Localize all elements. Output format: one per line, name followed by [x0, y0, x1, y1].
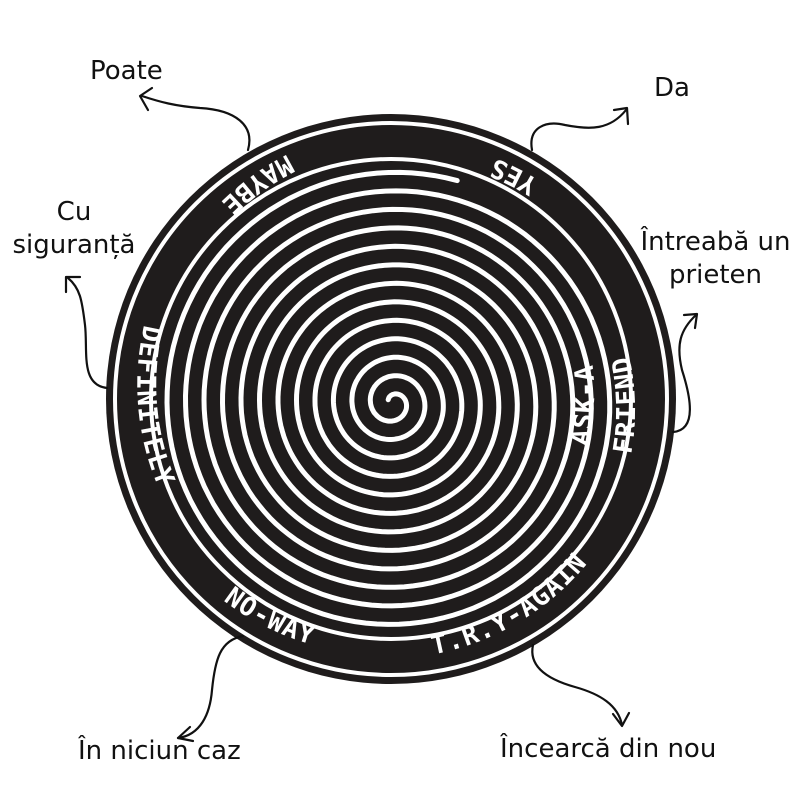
- spiral-line: [164, 169, 613, 627]
- arrow-maybe-icon: [140, 94, 251, 152]
- arrow-ask-a-friend-icon: [671, 313, 698, 434]
- wheel-label-friend: FRIEND: [607, 354, 643, 456]
- translation-ask-a-friend-line2: prieten: [668, 259, 763, 290]
- translation-definitely: Cu siguranță: [4, 196, 144, 261]
- arrow-definitely-icon: [66, 276, 109, 390]
- arrows: [64, 86, 699, 743]
- translation-definitely-line2: siguranță: [12, 229, 136, 260]
- arrow-yes-icon: [530, 108, 628, 152]
- arrow-try-again-icon: [531, 643, 624, 727]
- translation-definitely-line1: Cu: [56, 197, 92, 227]
- translation-yes: Da: [654, 73, 690, 103]
- translation-maybe: Poate: [90, 56, 163, 86]
- translation-ask-a-friend-line1: Întreabă un: [640, 227, 791, 257]
- outer-ring: [113, 121, 669, 677]
- translation-ask-a-friend: Întreabă un prieten: [633, 226, 798, 291]
- translation-try-again: Încearcă din nou: [500, 734, 717, 764]
- ring: [149, 157, 633, 641]
- translation-no-way: În niciun caz: [78, 736, 241, 766]
- arrow-no-way-icon: [176, 634, 245, 740]
